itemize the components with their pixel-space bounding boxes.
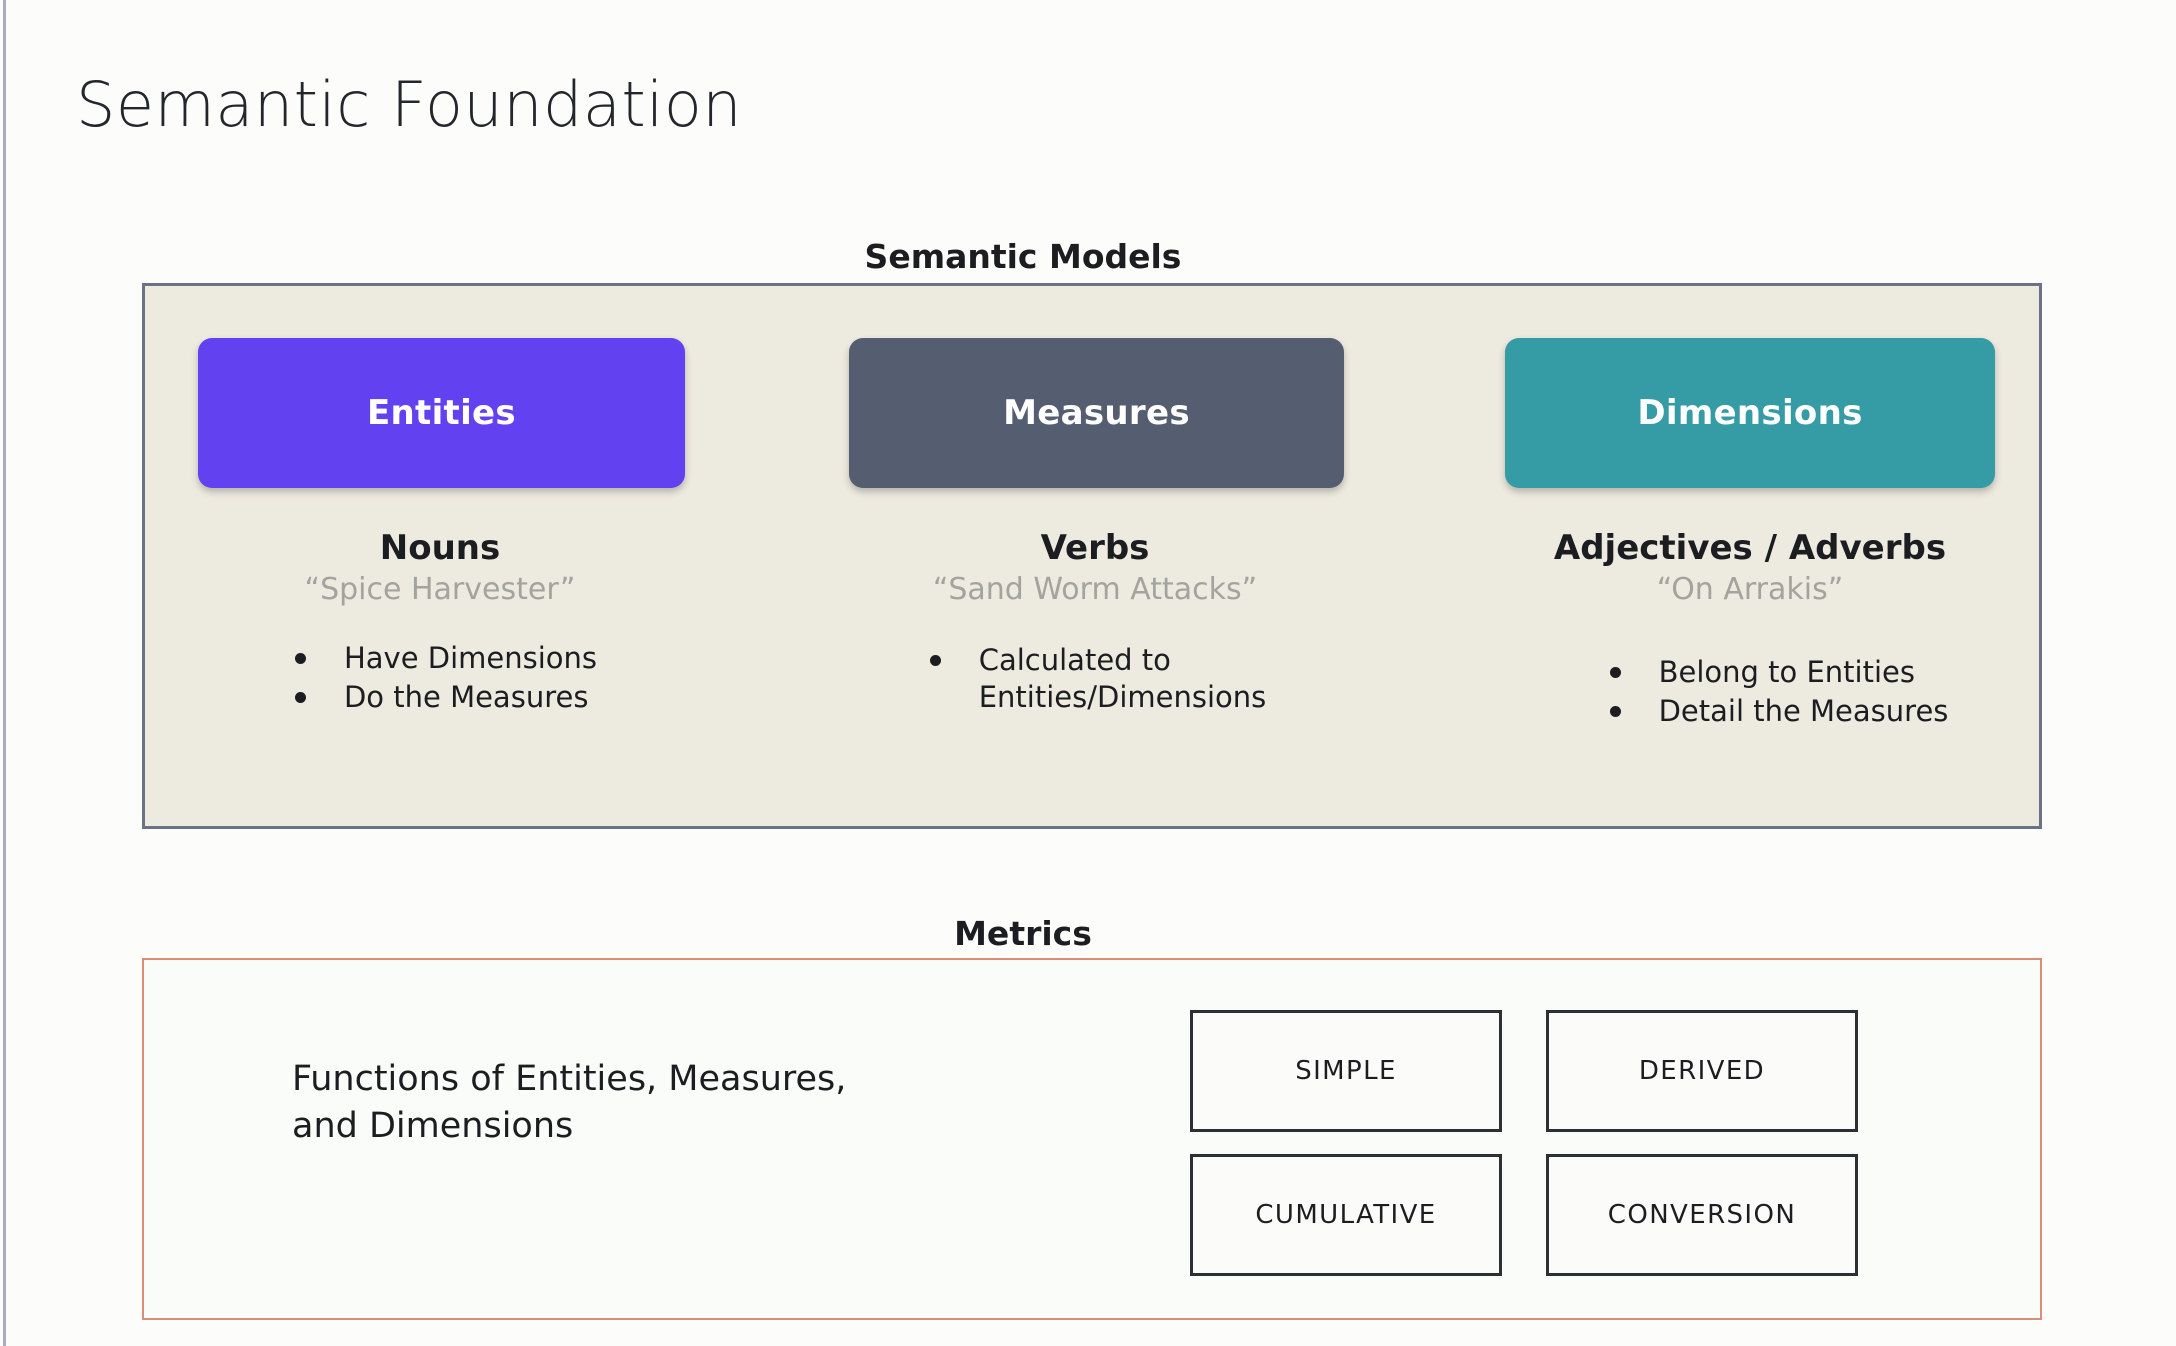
metrics-type-grid: SIMPLE DERIVED CUMULATIVE CONVERSION — [1190, 1010, 1890, 1276]
part-of-speech-label: Nouns — [379, 528, 501, 568]
bullet-dot-icon — [294, 652, 306, 664]
metrics-panel: Functions of Entities, Measures, and Dim… — [142, 958, 2042, 1320]
bullet-dot-icon — [1609, 706, 1621, 717]
metric-type-simple[interactable]: SIMPLE — [1190, 1010, 1502, 1132]
left-edge-line — [3, 0, 6, 1346]
concept-column-measures: Verbs “Sand Worm Attacks” Calculated to … — [835, 528, 1355, 718]
concept-column-dimensions: Adjectives / Adverbs “On Arrakis” Belong… — [1475, 528, 2025, 732]
example-label: “On Arrakis” — [1656, 572, 1844, 608]
bullet-dot-icon — [1609, 666, 1621, 678]
concept-bullet-list: Belong to Entities Detail the Measures — [1609, 654, 1949, 732]
list-item: Do the Measures — [294, 679, 597, 716]
concept-card-label: Dimensions — [1637, 393, 1863, 433]
concept-card-entities[interactable]: Entities — [198, 338, 685, 488]
concept-card-label: Measures — [1003, 393, 1190, 433]
list-item: Have Dimensions — [294, 640, 598, 677]
metric-type-conversion[interactable]: CONVERSION — [1546, 1154, 1858, 1276]
concept-card-label: Entities — [367, 393, 516, 433]
concept-card-dimensions[interactable]: Dimensions — [1505, 338, 1995, 488]
concept-card-measures[interactable]: Measures — [849, 338, 1344, 488]
metric-type-derived[interactable]: DERIVED — [1546, 1010, 1858, 1132]
bullet-text: Calculated to Entities/Dimensions — [978, 642, 1267, 714]
example-label: “Spice Harvester” — [304, 572, 576, 608]
part-of-speech-label: Verbs — [1040, 528, 1150, 568]
concept-column-entities: Nouns “Spice Harvester” Have Dimensions … — [175, 528, 705, 718]
metrics-heading-text: Metrics — [954, 914, 1092, 953]
bullet-text: Detail the Measures — [1658, 694, 1949, 728]
concept-bullet-list: Calculated to Entities/Dimensions — [929, 642, 1267, 718]
semantic-models-panel: Entities Measures Dimensions Nouns “Spic… — [142, 283, 2042, 829]
concept-bullet-list: Have Dimensions Do the Measures — [294, 640, 598, 718]
part-of-speech-label: Adjectives / Adverbs — [1553, 528, 1947, 568]
metric-type-cumulative[interactable]: CUMULATIVE — [1190, 1154, 1502, 1276]
example-label: “Sand Worm Attacks” — [932, 572, 1258, 608]
bullet-dot-icon — [294, 692, 306, 703]
bullet-dot-icon — [929, 654, 941, 666]
page-title: Semantic Foundation — [76, 68, 743, 141]
metrics-description: Functions of Entities, Measures, and Dim… — [292, 1059, 847, 1146]
semantic-models-heading-text: Semantic Models — [864, 237, 1182, 276]
concept-cards-row: Entities Measures Dimensions — [145, 338, 2039, 488]
metrics-heading: Metrics — [0, 914, 2176, 953]
list-item: Detail the Measures — [1609, 693, 1949, 730]
bullet-text: Belong to Entities — [1658, 654, 1915, 689]
list-item: Calculated to Entities/Dimensions — [929, 642, 1267, 716]
bullet-text: Do the Measures — [343, 680, 589, 714]
list-item: Belong to Entities — [1609, 654, 1949, 691]
semantic-models-heading: Semantic Models — [0, 237, 2176, 276]
bullet-text: Have Dimensions — [343, 640, 598, 675]
